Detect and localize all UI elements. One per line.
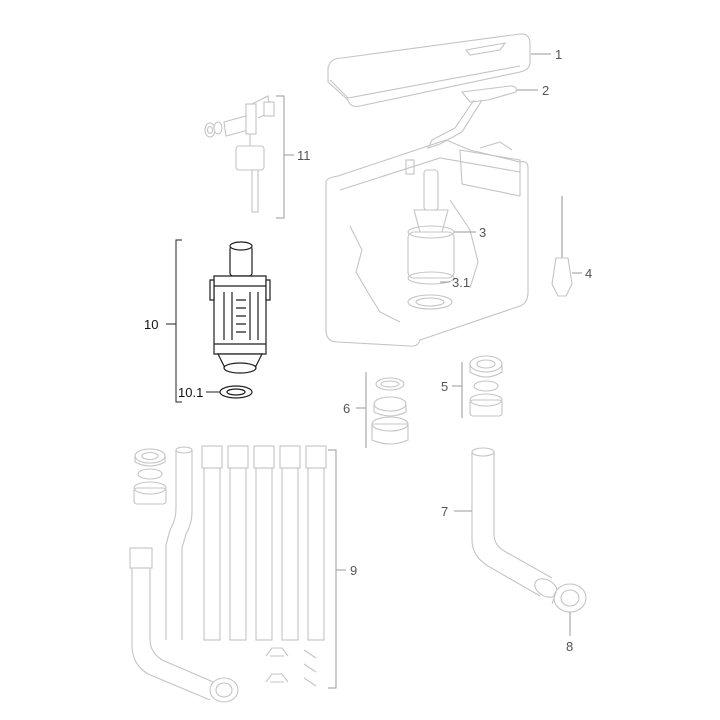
part-2-lever[interactable] xyxy=(426,85,517,149)
bracket-10 xyxy=(175,239,182,403)
callout-9: 9 xyxy=(350,563,357,578)
cistern-body xyxy=(325,139,529,347)
part-7-flush-pipe[interactable] xyxy=(471,447,560,601)
callout-8: 8 xyxy=(566,639,573,654)
callout-10: 10 xyxy=(144,317,158,332)
callout-5: 5 xyxy=(441,379,448,394)
callout-7: 7 xyxy=(441,504,448,519)
part-4-pull-rod[interactable] xyxy=(551,196,573,297)
part-10-flush-valve[interactable] xyxy=(209,241,271,374)
callout-4: 4 xyxy=(585,266,592,281)
part-9-pipe-kit[interactable] xyxy=(129,445,327,703)
callout-11: 11 xyxy=(297,148,311,163)
part-5-connector-set[interactable] xyxy=(469,355,503,417)
part-1-lid[interactable] xyxy=(327,33,531,107)
bracket-11 xyxy=(276,95,285,219)
callout-1: 1 xyxy=(555,47,562,62)
part-10-1-seal[interactable] xyxy=(219,385,253,399)
callout-6: 6 xyxy=(343,401,350,416)
callout-3: 3 xyxy=(479,225,486,240)
part-6-seal-rings[interactable] xyxy=(371,377,409,445)
part-3-flush-valve[interactable] xyxy=(407,169,455,285)
callout-10-1: 10.1 xyxy=(178,385,203,400)
callout-3-1: 3.1 xyxy=(452,275,470,290)
part-11-fill-valve[interactable] xyxy=(204,95,275,213)
callout-2: 2 xyxy=(542,83,549,98)
part-3-1-seal[interactable] xyxy=(407,294,453,310)
bracket-9 xyxy=(328,449,337,689)
